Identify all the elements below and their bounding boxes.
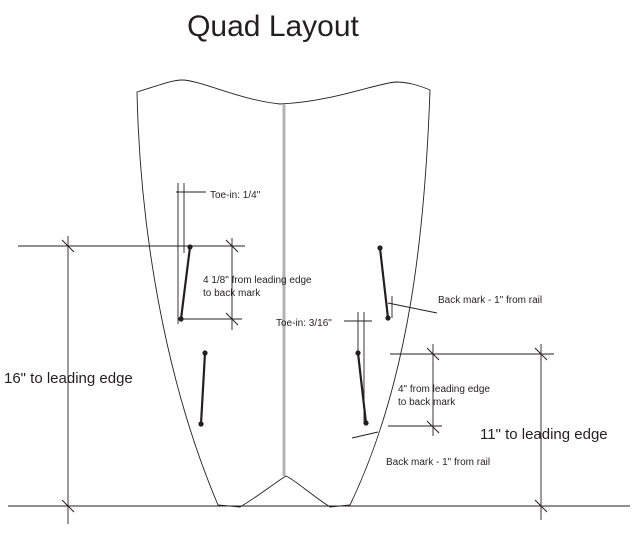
front-left-fin-back-dot — [178, 316, 184, 322]
toe-in-rear-label: Toe-in: 3/16" — [276, 318, 332, 329]
rear-dimension-tick-bottom — [534, 499, 548, 513]
back-mark-upper-label: Back mark - 1" from rail — [438, 295, 542, 306]
rear-left-fin — [199, 351, 207, 426]
rear-right-fin-back-dot — [363, 420, 369, 426]
front-left-fin-lead-dot — [187, 244, 193, 250]
front-back-mark-tick-top — [225, 239, 239, 253]
diagram-title: Quad Layout — [187, 10, 359, 43]
rear-right-fin — [356, 351, 368, 425]
rear-right-fin-lead-dot — [355, 350, 361, 356]
back-mark-lower-label: Back mark - 1" from rail — [386, 457, 490, 468]
rear-dimension-tick-top — [534, 347, 548, 361]
front-left-fin — [179, 245, 192, 321]
front-right-fin-lead-dot — [377, 245, 383, 251]
front-right-fin-back-dot — [385, 315, 391, 321]
front-leading-edge-label: 16" to leading edge — [4, 370, 133, 387]
rear-back-mark-tick-top — [426, 347, 440, 361]
toe-in-front-label: Toe-in: 1/4" — [210, 190, 261, 201]
back-mark-upper-leader — [387, 302, 438, 314]
front-right-fin — [378, 246, 390, 320]
rear-leading-edge-label: 11" to leading edge — [480, 426, 608, 443]
back-mark-lower-leader — [351, 431, 379, 439]
rear-left-fin-back-dot — [198, 421, 204, 427]
rear-left-fin-lead-dot — [202, 350, 208, 356]
front-dimension-tick-top — [61, 239, 75, 253]
rear-back-mark-tick-bottom — [426, 420, 440, 434]
rear-back-mark-label-line2: to back mark — [398, 397, 456, 408]
front-back-mark-label-line1: 4 1/8" from leading edge — [203, 275, 312, 286]
board-outline — [136, 79, 431, 508]
front-back-mark-label-line2: to back mark — [203, 288, 261, 299]
rear-back-mark-label-line1: 4" from leading edge — [398, 384, 490, 395]
front-dimension-tick-bottom — [61, 499, 75, 513]
